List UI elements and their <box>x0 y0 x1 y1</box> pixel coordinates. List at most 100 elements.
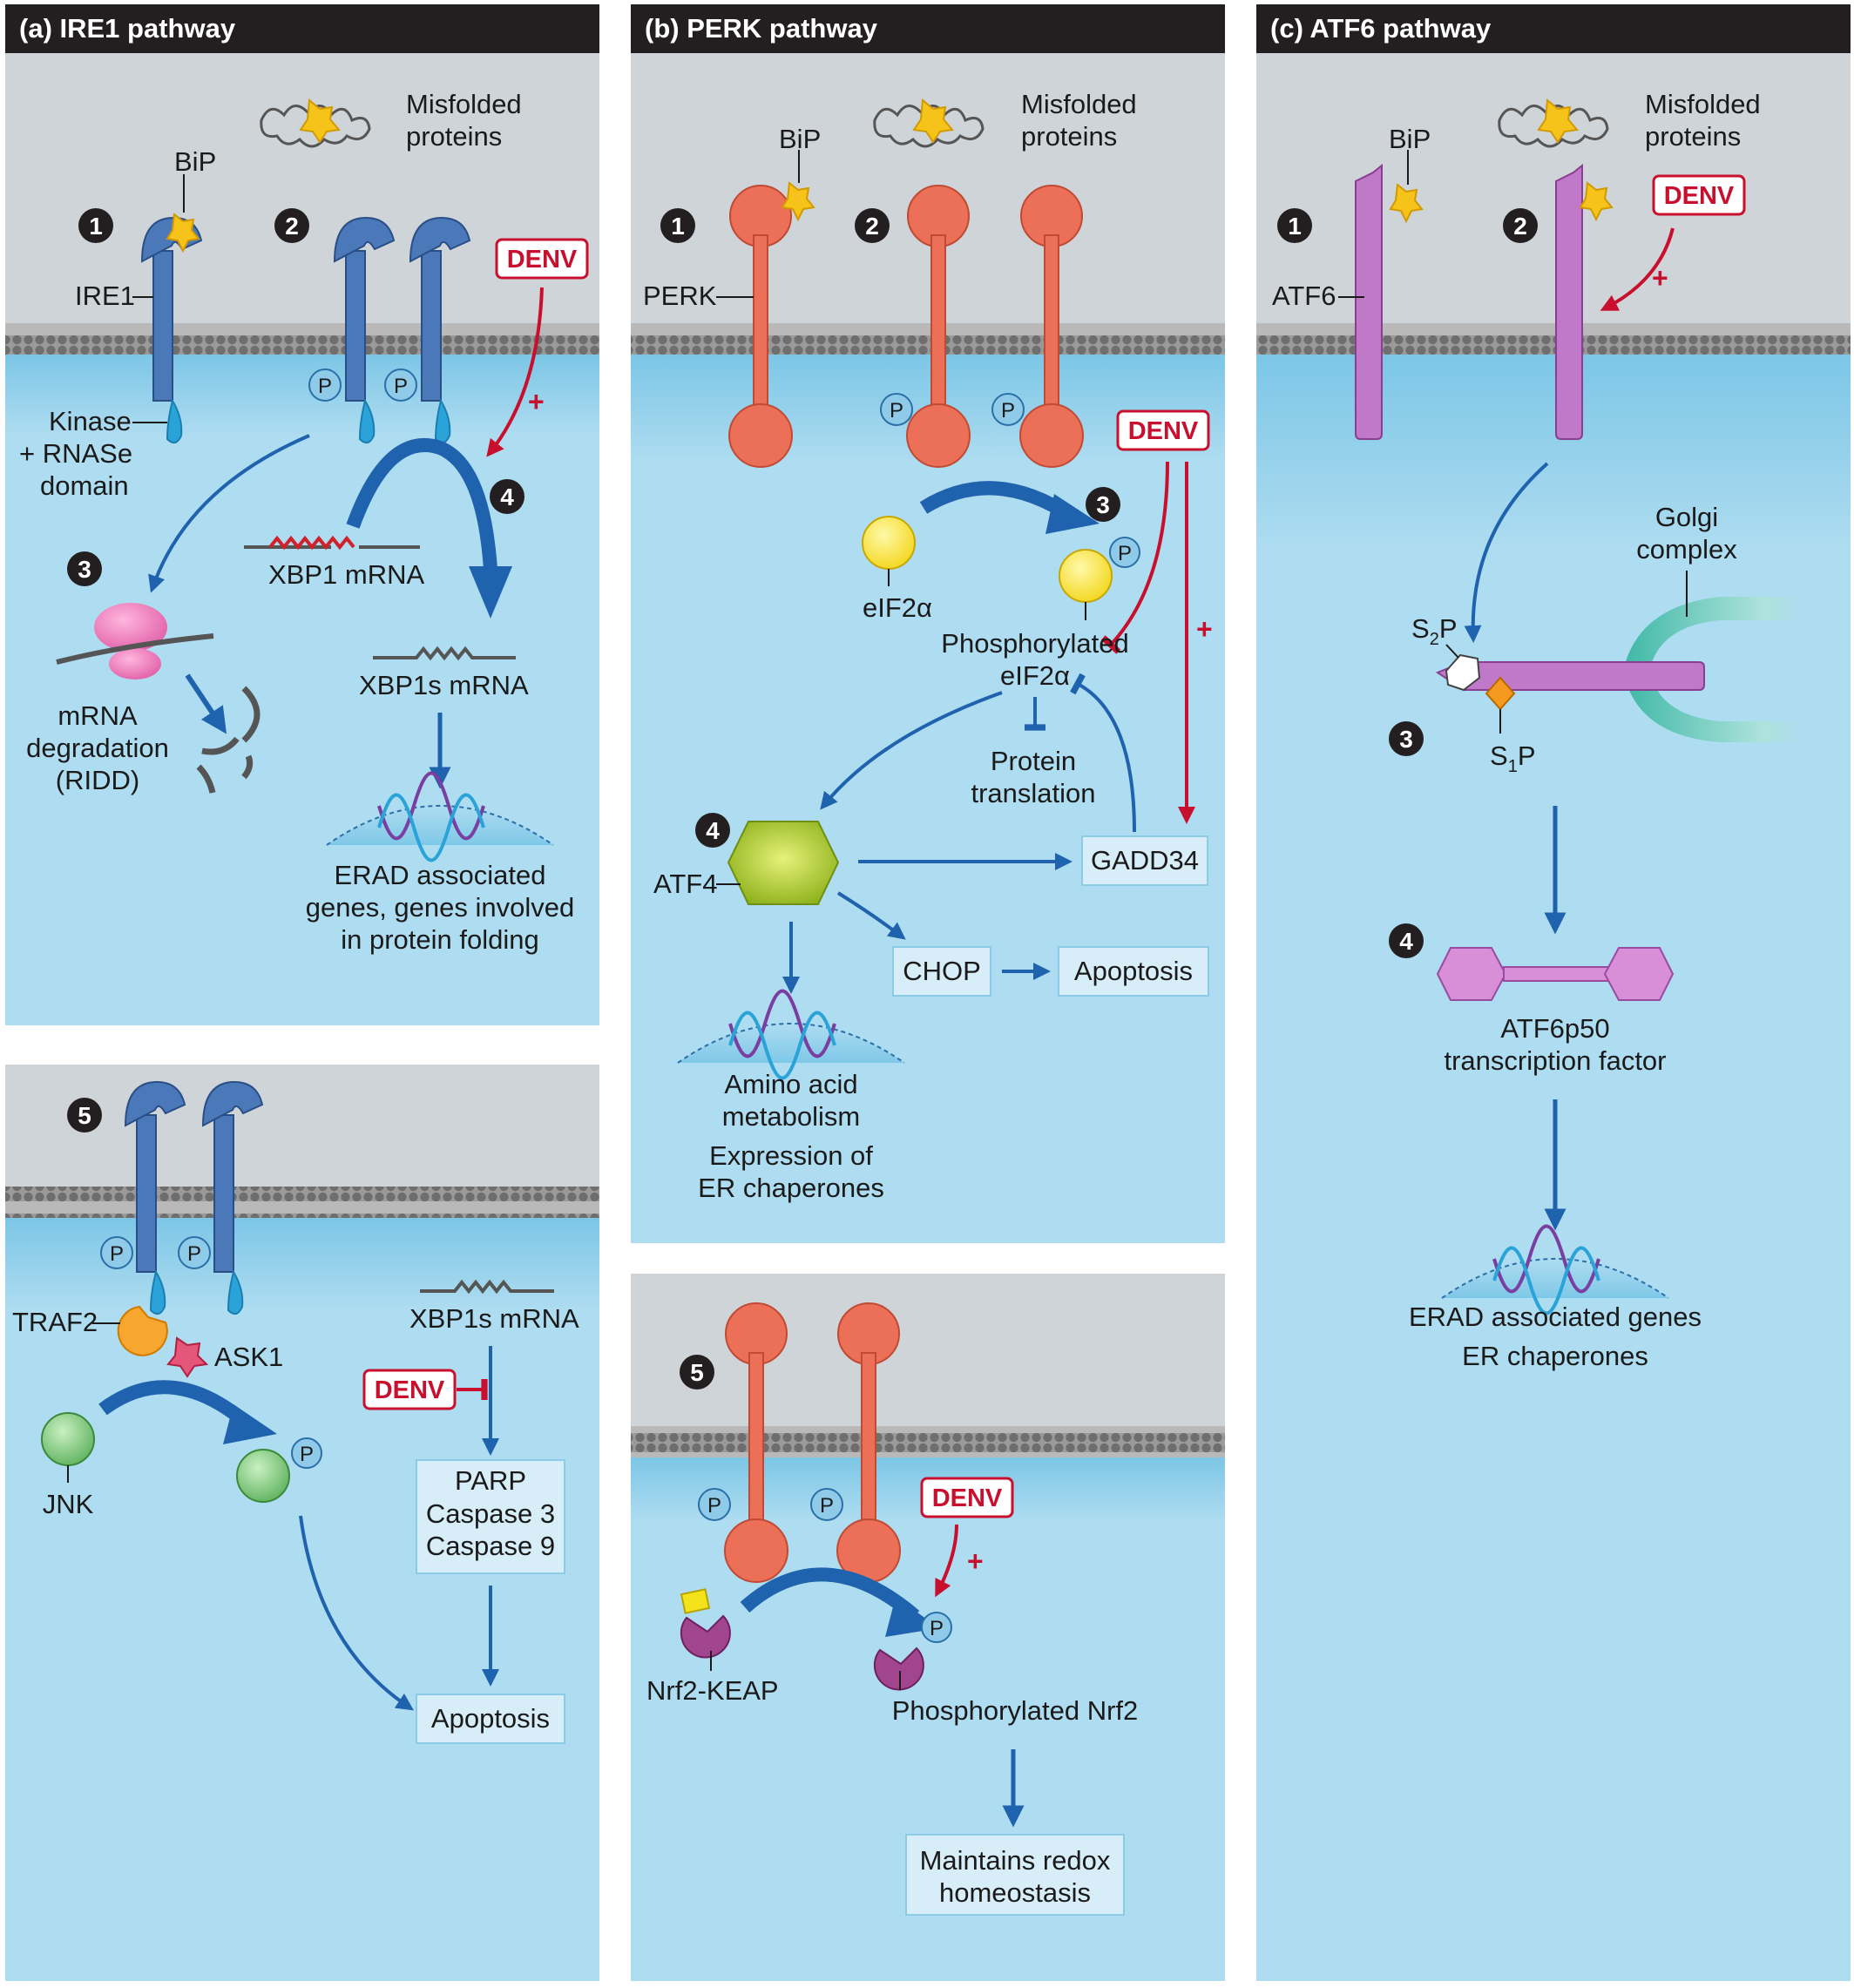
denv-box <box>1652 174 1746 216</box>
misfolded-label: Misfolded <box>1645 89 1761 119</box>
redox-label: Maintains redox <box>920 1845 1111 1876</box>
step-badge <box>1389 923 1424 958</box>
s2p-icon <box>1445 653 1481 692</box>
denv-label: DENV <box>1128 417 1199 445</box>
panel-c: (c) ATF6 pathway Misfolded proteins 1 2 … <box>1256 4 1851 1981</box>
gadd34-box <box>1081 835 1208 886</box>
step-badge <box>695 813 730 848</box>
phos-nrf2-label: Phosphorylated Nrf2 <box>892 1695 1139 1726</box>
chop-box <box>892 946 991 997</box>
ridd-label: (RIDD) <box>56 765 139 795</box>
arrow <box>185 673 227 734</box>
panel-a5-membrane <box>5 1187 599 1218</box>
misfolded-proteins-icon <box>873 98 985 148</box>
nrf2-keap-label: Nrf2-KEAP <box>646 1675 779 1706</box>
redox-label: homeostasis <box>939 1877 1091 1908</box>
apoptosis-box <box>416 1694 565 1744</box>
denv-inhibition <box>1100 461 1169 654</box>
denv-label: DENV <box>1664 182 1735 210</box>
phosphate-icon <box>810 1488 843 1521</box>
panel-a5-cytosol <box>5 1218 599 1981</box>
panel-b-cytosol <box>631 355 1225 1243</box>
phosphate-icon <box>308 369 342 402</box>
denv-box <box>1116 409 1210 451</box>
step-number: 1 <box>671 213 685 240</box>
jnk-label: JNK <box>43 1489 94 1519</box>
step-badge <box>660 208 695 243</box>
step-number: 2 <box>865 213 879 240</box>
panel-c-header-bar <box>1256 4 1851 53</box>
golgi-icon <box>1623 597 1799 742</box>
phos-eif2a-label: Phosphorylated <box>941 628 1128 659</box>
atf4-icon <box>727 821 840 905</box>
panel-b-membrane <box>631 323 1225 355</box>
panel-c-lumen <box>1256 53 1851 323</box>
phosphate-icon <box>698 1488 731 1521</box>
misfolded-label: Misfolded <box>406 89 522 119</box>
atf6p50-label: transcription factor <box>1445 1045 1667 1076</box>
ask1-icon <box>166 1336 209 1378</box>
phosphate-icon <box>100 1236 133 1269</box>
phosphate-icon <box>880 393 913 426</box>
erad-label: ERAD associated genes <box>1409 1302 1702 1332</box>
panel-b-header-bar <box>631 4 1225 53</box>
ridd-label: degradation <box>26 733 169 763</box>
bip-icon <box>1389 183 1424 224</box>
phosphate-label: P <box>110 1242 124 1266</box>
atf6p50-label: ATF6p50 <box>1500 1013 1609 1044</box>
expression-label: Expression of <box>709 1140 873 1171</box>
denv-activation-arrow <box>1600 227 1675 311</box>
panel-a5-lumen <box>5 1065 599 1187</box>
apoptosis-label: Apoptosis <box>1074 956 1193 986</box>
denv-activation-arrow <box>935 1524 958 1598</box>
panel-c-membrane <box>1256 323 1851 355</box>
kinase-label: Kinase <box>49 406 132 436</box>
misfolded-proteins-icon <box>1498 98 1609 148</box>
kinase-label: + RNASe <box>19 438 132 469</box>
traf2-icon <box>117 1305 168 1356</box>
panel-a: (a) IRE1 pathway Misfolded proteins 1 2 … <box>5 4 599 1981</box>
apoptosis-box <box>1058 946 1209 997</box>
arrow <box>1464 462 1549 643</box>
degraded-mrna-icon <box>196 686 261 794</box>
keap-icon <box>680 1588 711 1614</box>
phosphate-icon <box>991 393 1025 426</box>
parp-label: PARP <box>455 1465 526 1496</box>
phosphate-label: P <box>318 375 332 398</box>
denv-label: DENV <box>375 1376 445 1404</box>
phosphate-label: P <box>1001 399 1015 423</box>
step-number: 1 <box>89 213 103 240</box>
perk-label: PERK <box>643 281 717 311</box>
step-badge <box>78 208 113 243</box>
s1p-label: S1P <box>1490 740 1536 776</box>
panel-a-cytosol <box>5 355 599 1025</box>
chop-label: CHOP <box>903 956 981 986</box>
phospho-jnk-icon <box>236 1449 290 1503</box>
arrow <box>820 691 1003 810</box>
traf2-label: TRAF2 <box>12 1307 98 1337</box>
atf6-receptor <box>1555 163 1583 440</box>
arrow <box>836 891 906 940</box>
amino-label: metabolism <box>722 1101 861 1132</box>
step-number: 4 <box>706 817 720 844</box>
perk-dimer <box>906 185 1084 468</box>
bip-icon <box>1579 181 1614 222</box>
jnk-icon <box>41 1412 95 1466</box>
panel-a-header: (a) IRE1 pathway <box>19 13 236 44</box>
amino-label: Amino acid <box>724 1069 857 1099</box>
plus-sign: + <box>528 386 545 417</box>
step-badge <box>680 1355 714 1390</box>
plus-sign: + <box>1196 613 1213 645</box>
ire1-label: IRE1 <box>75 281 135 311</box>
parp-box <box>416 1459 565 1574</box>
misfolded-label: proteins <box>406 121 502 152</box>
xbp1-label: XBP1 mRNA <box>268 559 424 590</box>
xbp1s-label: XBP1s mRNA <box>359 670 529 700</box>
gadd34-label: GADD34 <box>1091 845 1199 876</box>
erad-label: genes, genes involved <box>306 892 575 923</box>
denv-activation-arrow <box>486 287 544 457</box>
step-badge <box>855 208 890 243</box>
atf6-label: ATF6 <box>1272 281 1336 311</box>
erad-label: ERAD associated <box>335 860 546 890</box>
ire1-dimer <box>124 1080 264 1315</box>
